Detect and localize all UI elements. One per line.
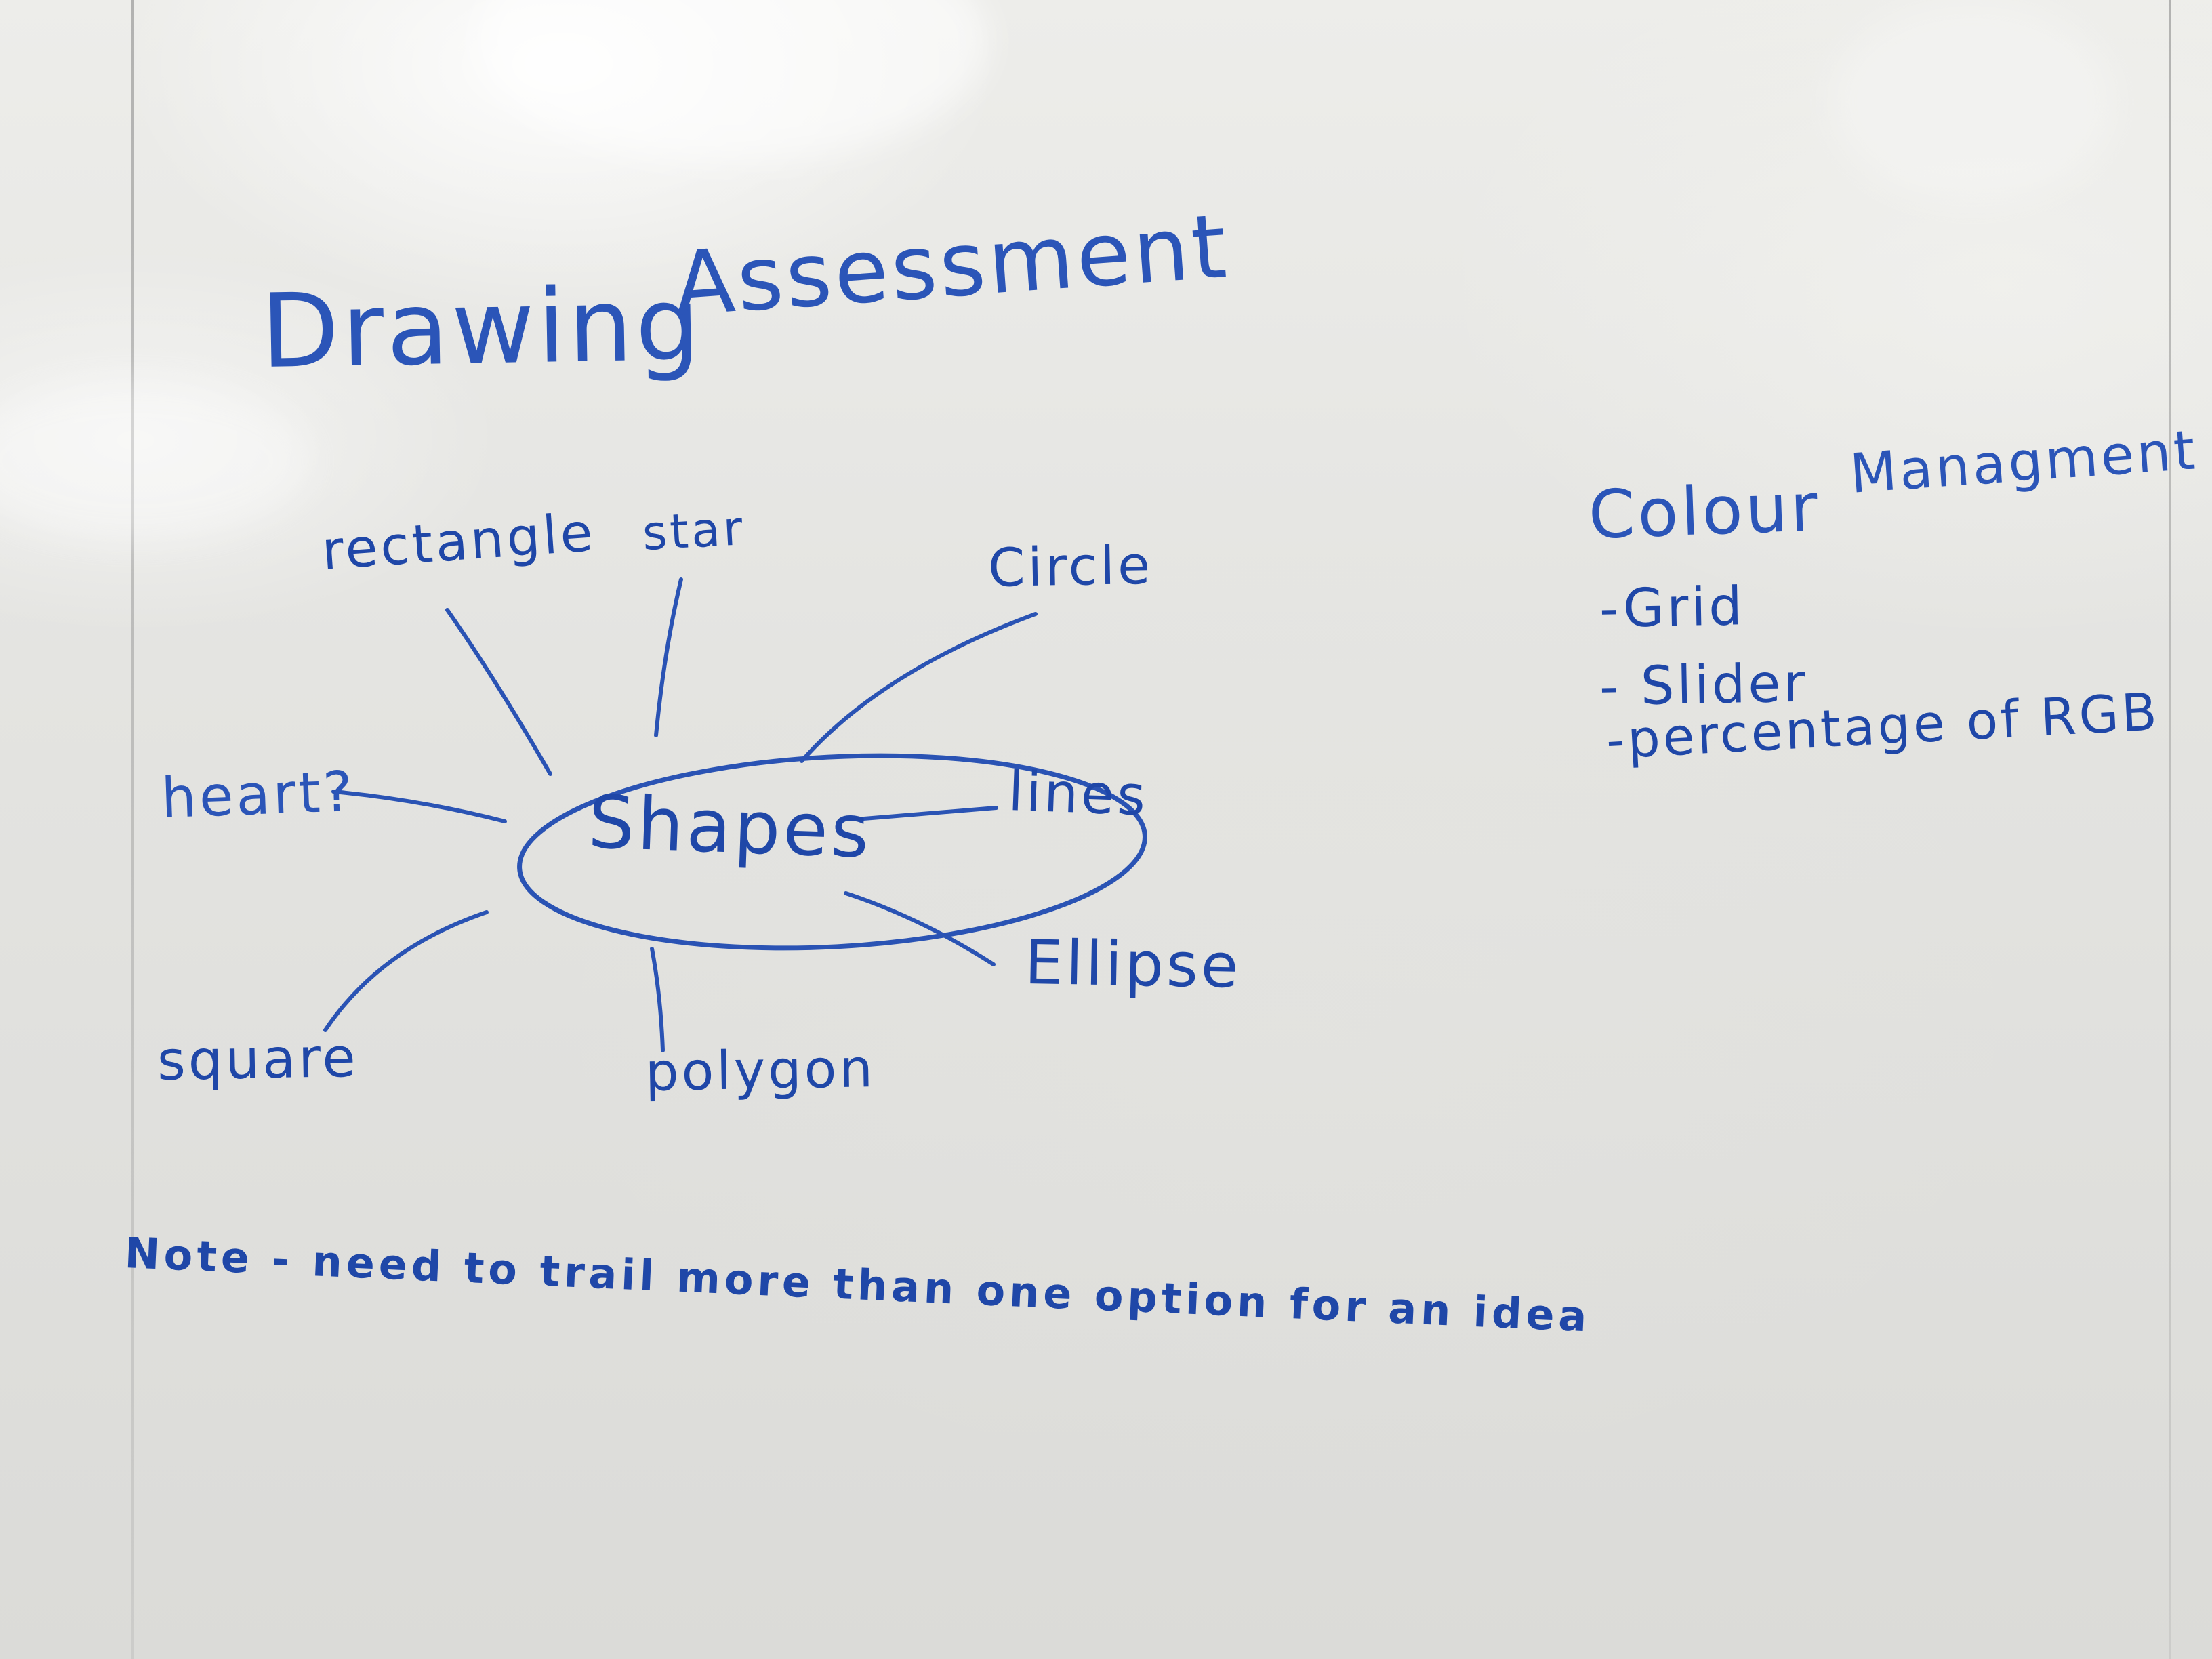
connector-square [323, 910, 489, 1032]
connector-rectangle [445, 608, 552, 776]
branch-heart: heart? [160, 760, 356, 831]
center-ellipse [517, 753, 1147, 951]
branch-circle: Circle [987, 535, 1153, 599]
connector-polygon [650, 947, 665, 1052]
title-word-drawing: Drawing [260, 265, 704, 391]
whiteboard-frame-right-edge [2169, 0, 2171, 1659]
colour-item-grid: -Grid [1599, 576, 1746, 640]
branch-lines: lines [1007, 760, 1149, 828]
light-glare-right [1830, 0, 2114, 203]
branch-polygon: polygon [644, 1038, 876, 1103]
branch-star: star [640, 500, 747, 561]
connector-star [654, 577, 683, 737]
whiteboard-frame-left-edge [131, 0, 134, 1659]
connector-circle [800, 612, 1038, 763]
connector-heart [331, 790, 507, 823]
branch-ellipse: Ellipse [1024, 927, 1242, 1002]
branch-square: square [157, 1025, 359, 1092]
connector-ellipse [844, 891, 996, 966]
connector-lines [853, 806, 998, 821]
colour-heading-word-1: Colour [1587, 469, 1822, 554]
light-glare-left [0, 380, 312, 542]
mindmap-center-label: Shapes [586, 780, 874, 875]
